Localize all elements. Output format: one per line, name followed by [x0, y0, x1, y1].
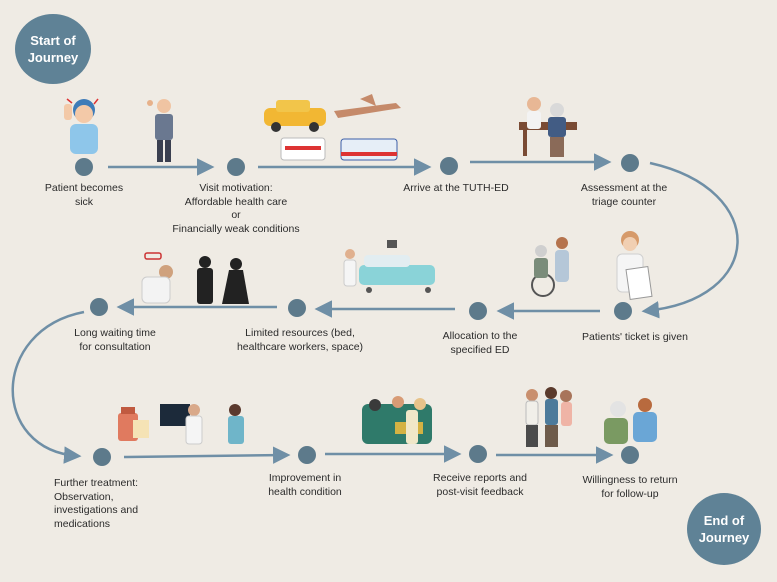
node-2: [227, 158, 245, 176]
node-9: [93, 448, 111, 466]
node-10: [298, 446, 316, 464]
step-label-8: Long waiting time for consultation: [74, 327, 156, 353]
exhausted-people-icon: [141, 252, 249, 304]
hospital-bed-icon: [343, 240, 435, 293]
step-label-5: Patients' ticket is given: [582, 331, 688, 343]
arrow-9-10: [123, 446, 291, 464]
step-label-1: Patient becomes sick: [44, 182, 124, 208]
step-label-12: Willingness to return for follow-up: [582, 474, 678, 500]
end-badge: End of Journey: [687, 493, 761, 565]
node-4: [621, 154, 639, 172]
node-8: [90, 298, 108, 316]
node-6: [469, 302, 487, 320]
transport-icon: [264, 94, 401, 161]
node-11: [469, 445, 487, 463]
curve-left: [11, 310, 85, 464]
curve-right-1: [641, 161, 739, 319]
step-label-2: Visit motivation: Affordable health care…: [172, 182, 300, 235]
nurse-ticket-icon: [616, 231, 653, 300]
step-label-6: Allocation to the specified ED: [442, 330, 518, 356]
node-1: [75, 158, 93, 176]
node-12: [621, 446, 639, 464]
sick-person-icon: [64, 98, 99, 154]
node-3: [440, 157, 458, 175]
step-label-4: Assessment at the triage counter: [580, 182, 668, 208]
start-badge: Start of Journey: [15, 14, 91, 84]
node-5: [614, 302, 632, 320]
step-label-11: Receive reports and post-visit feedback: [433, 472, 527, 498]
node-7: [288, 299, 306, 317]
reports-group-icon: [525, 387, 572, 447]
step-label-3: Arrive at the TUTH-ED: [403, 182, 509, 194]
step-label-10: Improvement in health condition: [268, 472, 342, 498]
follow-up-icon: [604, 398, 657, 444]
improvement-icon: [362, 396, 432, 444]
step-label-9: Further treatment: Observation, investig…: [54, 477, 139, 530]
triage-doctor-icon: [519, 97, 577, 157]
worried-man-icon: [147, 99, 173, 162]
wheelchair-icon: [531, 237, 569, 297]
treatment-icon: [118, 404, 244, 445]
step-label-7: Limited resources (bed, healthcare worke…: [236, 327, 364, 353]
